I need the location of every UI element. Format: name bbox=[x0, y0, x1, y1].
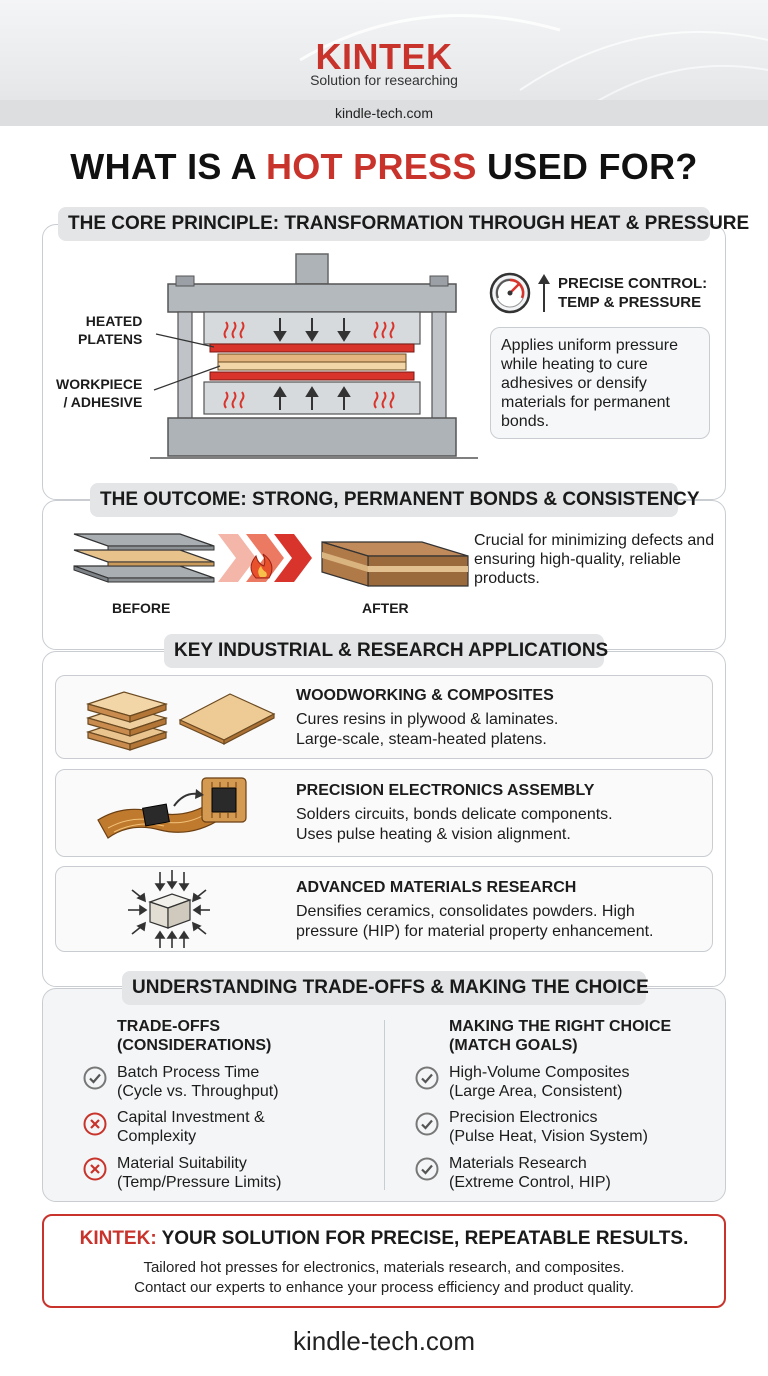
x-icon bbox=[83, 1157, 107, 1181]
check-icon bbox=[83, 1066, 107, 1090]
choice-item-1: High-Volume Composites (Large Area, Cons… bbox=[449, 1063, 630, 1101]
site-url-top[interactable]: kindle-tech.com bbox=[334, 105, 434, 121]
tradeoff-item-1: Batch Process Time (Cycle vs. Throughput… bbox=[117, 1063, 279, 1101]
right-head2: (MATCH GOALS) bbox=[449, 1037, 578, 1054]
item-line2: (Cycle vs. Throughput) bbox=[117, 1083, 279, 1100]
item-line1: Capital Investment & bbox=[117, 1109, 265, 1126]
choice-item-3: Materials Research (Extreme Control, HIP… bbox=[449, 1154, 611, 1192]
core-principle-label: THE CORE PRINCIPLE: TRANSFORMATION THROU… bbox=[58, 207, 749, 241]
header-strip bbox=[0, 100, 768, 126]
app-title-materials: ADVANCED MATERIALS RESEARCH bbox=[296, 879, 577, 896]
after-block-icon bbox=[321, 541, 469, 587]
precise-line1: PRECISE CONTROL: bbox=[558, 275, 708, 292]
tradeoffs-left-head: TRADE-OFFS (CONSIDERATIONS) bbox=[117, 1017, 271, 1055]
app-desc-materials: Densifies ceramics, consolidates powders… bbox=[296, 902, 706, 942]
choice-item-2: Precision Electronics (Pulse Heat, Visio… bbox=[449, 1108, 648, 1146]
tradeoffs-divider bbox=[384, 1020, 385, 1190]
precise-line2: TEMP & PRESSURE bbox=[558, 294, 702, 311]
app-desc-line2: Uses pulse heating & vision alignment. bbox=[296, 826, 571, 843]
cta-brand: KINTEK: bbox=[79, 1228, 157, 1249]
outcome-text: Crucial for minimizing defects and ensur… bbox=[474, 532, 715, 587]
item-line1: Precision Electronics bbox=[449, 1109, 598, 1126]
brand-tagline: Solution for researching bbox=[310, 72, 458, 88]
heated-platens-label: HEATED PLATENS bbox=[78, 312, 142, 348]
plywood-icon bbox=[85, 691, 276, 751]
item-line1: Material Suitability bbox=[117, 1155, 247, 1172]
chip-icon bbox=[97, 777, 247, 839]
item-line1: Batch Process Time bbox=[117, 1064, 260, 1081]
cta-line2: Contact our experts to enhance your proc… bbox=[134, 1279, 634, 1296]
applications-label: KEY INDUSTRIAL & RESEARCH APPLICATIONS bbox=[164, 634, 608, 668]
title-post: USED FOR? bbox=[476, 146, 698, 187]
outcome-label: THE OUTCOME: STRONG, PERMANENT BONDS & C… bbox=[90, 483, 700, 517]
item-line1: Materials Research bbox=[449, 1155, 587, 1172]
app-desc-line1: Densifies ceramics, consolidates powders… bbox=[296, 903, 635, 920]
site-url-bottom[interactable]: kindle-tech.com bbox=[292, 1326, 476, 1356]
work-line1: WORKPIECE bbox=[56, 376, 143, 392]
app-desc-line1: Cures resins in plywood & laminates. bbox=[296, 711, 559, 728]
platens-line2: PLATENS bbox=[78, 331, 143, 347]
item-line1: High-Volume Composites bbox=[449, 1064, 630, 1081]
item-line2: (Pulse Heat, Vision System) bbox=[449, 1128, 648, 1145]
cta-body: Tailored hot presses for electronics, ma… bbox=[44, 1258, 724, 1298]
work-line2: / ADHESIVE bbox=[63, 394, 143, 410]
app-desc-line2: pressure (HIP) for material property enh… bbox=[296, 923, 654, 940]
tradeoff-item-3: Material Suitability (Temp/Pressure Limi… bbox=[117, 1154, 281, 1192]
after-label: AFTER bbox=[362, 600, 409, 616]
precise-control-label: PRECISE CONTROL: TEMP & PRESSURE bbox=[558, 274, 707, 312]
item-line2: Complexity bbox=[117, 1128, 197, 1145]
cta-box[interactable]: KINTEK: YOUR SOLUTION FOR PRECISE, REPEA… bbox=[42, 1214, 726, 1308]
title-pre: WHAT IS A bbox=[70, 146, 266, 187]
before-layers-icon bbox=[73, 533, 215, 583]
heat-arrow-icon bbox=[218, 534, 312, 582]
title-accent: HOT PRESS bbox=[265, 146, 477, 187]
tradeoff-item-2: Capital Investment & Complexity bbox=[117, 1108, 265, 1146]
gauge-icon bbox=[489, 272, 550, 314]
cube-pressure-icon bbox=[128, 870, 210, 948]
page-title: WHAT IS A HOT PRESS USED FOR? bbox=[0, 146, 768, 188]
x-icon bbox=[83, 1112, 107, 1136]
cta-line1: Tailored hot presses for electronics, ma… bbox=[143, 1259, 625, 1276]
hot-press-diagram bbox=[150, 253, 478, 459]
core-callout: Applies uniform pressure while heating t… bbox=[490, 327, 710, 439]
right-head1: MAKING THE RIGHT CHOICE bbox=[449, 1018, 672, 1035]
app-desc-line2: Large-scale, steam-heated platens. bbox=[296, 731, 547, 748]
before-after-diagram bbox=[73, 533, 469, 587]
app-title-woodworking: WOODWORKING & COMPOSITES bbox=[296, 687, 554, 704]
brand-logo: KINTEK bbox=[315, 36, 453, 77]
check-icon bbox=[415, 1112, 439, 1136]
item-line2: (Temp/Pressure Limits) bbox=[117, 1174, 282, 1191]
workpiece-label: WORKPIECE / ADHESIVE bbox=[56, 375, 142, 411]
item-line2: (Extreme Control, HIP) bbox=[449, 1174, 611, 1191]
app-desc-line1: Solders circuits, bonds delicate compone… bbox=[296, 806, 613, 823]
left-head1: TRADE-OFFS bbox=[117, 1018, 221, 1035]
item-line2: (Large Area, Consistent) bbox=[449, 1083, 623, 1100]
cta-title: KINTEK: YOUR SOLUTION FOR PRECISE, REPEA… bbox=[44, 1228, 724, 1250]
tradeoffs-right-head: MAKING THE RIGHT CHOICE (MATCH GOALS) bbox=[449, 1017, 671, 1055]
left-head2: (CONSIDERATIONS) bbox=[117, 1037, 272, 1054]
before-label: BEFORE bbox=[112, 600, 171, 616]
check-icon bbox=[415, 1066, 439, 1090]
check-icon bbox=[415, 1157, 439, 1181]
cta-title-text: YOUR SOLUTION FOR PRECISE, REPEATABLE RE… bbox=[156, 1228, 689, 1249]
app-title-electronics: PRECISION ELECTRONICS ASSEMBLY bbox=[296, 782, 595, 799]
platens-line1: HEATED bbox=[85, 313, 143, 329]
header: KINTEK Solution for researching kindle-t… bbox=[0, 0, 768, 126]
app-desc-electronics: Solders circuits, bonds delicate compone… bbox=[296, 805, 706, 845]
app-desc-woodworking: Cures resins in plywood & laminates. Lar… bbox=[296, 710, 706, 750]
tradeoffs-label: UNDERSTANDING TRADE-OFFS & MAKING THE CH… bbox=[122, 971, 649, 1005]
